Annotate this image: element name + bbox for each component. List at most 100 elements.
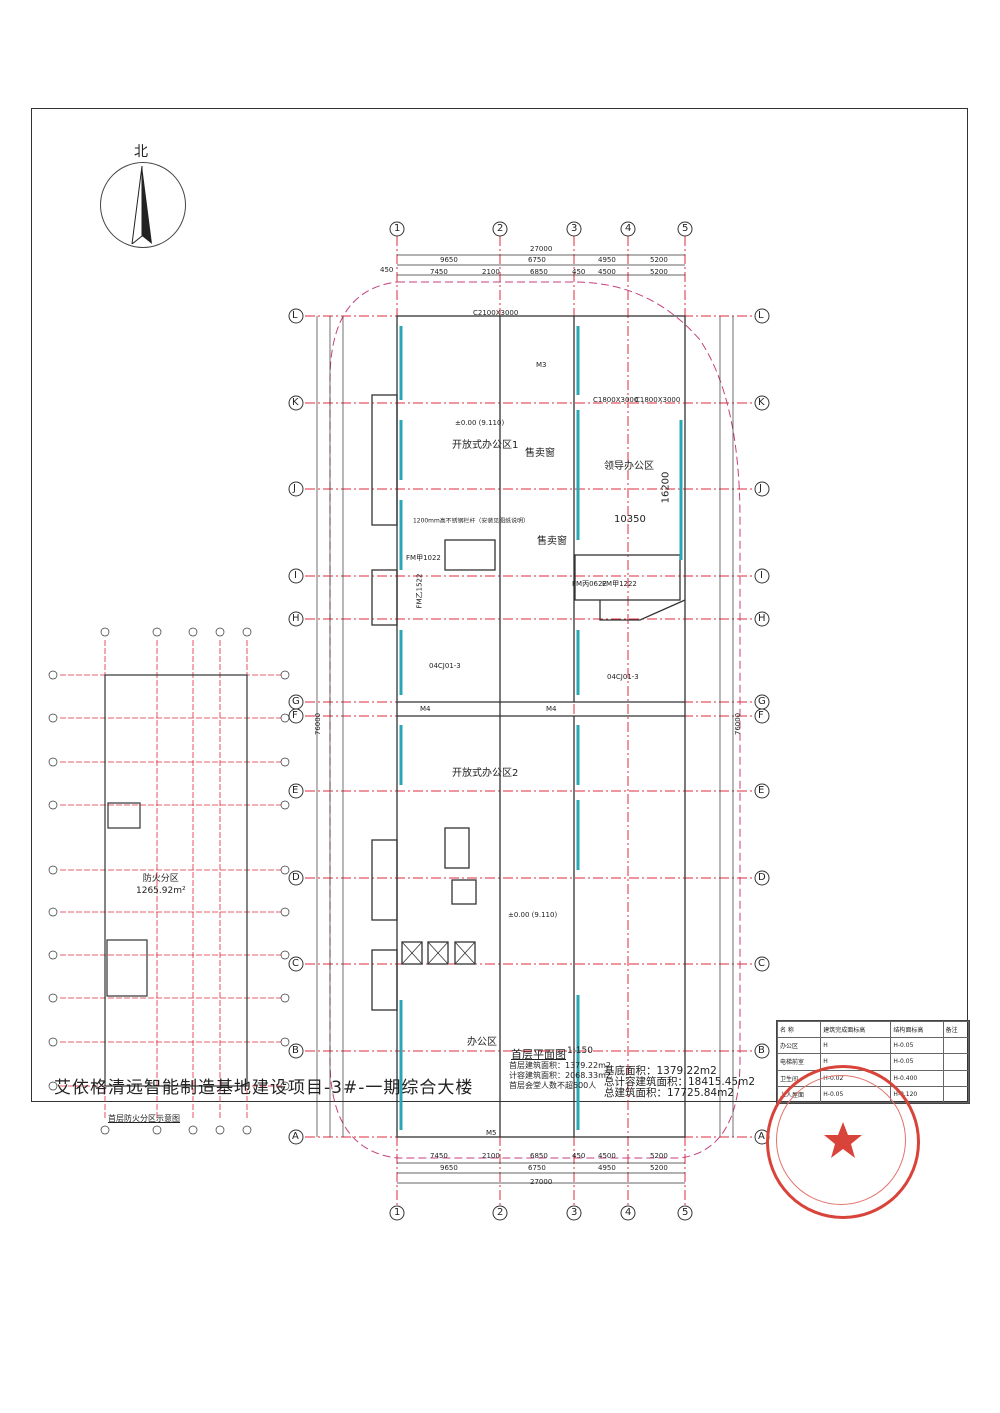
dim-bottom-450: 450 bbox=[572, 1152, 586, 1160]
railing-note: 1200mm高不锈钢栏杆（安装见图纸说明） bbox=[413, 517, 529, 525]
dim-bottom-4500: 4500 bbox=[598, 1152, 616, 1160]
axis-label-row-B: B bbox=[292, 1045, 299, 1056]
axis-label-row-J-right: J bbox=[759, 483, 762, 494]
window-label-top: C2100X3000 bbox=[473, 309, 519, 317]
axis-label-row-K-right: K bbox=[758, 397, 765, 408]
dim-bottom-7450: 7450 bbox=[430, 1152, 448, 1160]
stat-far-area: 计容建筑面积：2068.33m2 bbox=[509, 1071, 611, 1080]
dim-top2-4500: 4500 bbox=[598, 268, 616, 276]
dim-top2-2100: 2100 bbox=[482, 268, 500, 276]
dim-left-450: 450 bbox=[380, 266, 394, 274]
elevation-mark-2: ±0.00 (9.110) bbox=[508, 911, 558, 919]
dim-top-5200: 5200 bbox=[650, 256, 668, 264]
legend-cell bbox=[942, 1085, 970, 1104]
legend-cell bbox=[942, 1037, 970, 1055]
table-row: 电梯前室 H H-0.05 bbox=[776, 1053, 970, 1071]
dim-bottom2-6750: 6750 bbox=[528, 1164, 546, 1172]
legend-header-struct: 结构面标高 bbox=[890, 1020, 944, 1039]
door-m5: M5 bbox=[486, 1129, 497, 1137]
area-summary: 基底面积：1379.22m2 总计容建筑面积：18415.45m2 总建筑面积：… bbox=[604, 1066, 755, 1099]
axis-label-row-B-right: B bbox=[758, 1045, 765, 1056]
axis-label-row-L-right: L bbox=[758, 310, 764, 321]
axis-label-row-F: F bbox=[292, 710, 298, 721]
dim-top2-5200: 5200 bbox=[650, 268, 668, 276]
plan-scale: 1:150 bbox=[567, 1046, 593, 1056]
legend-cell: 办公区 bbox=[776, 1037, 822, 1055]
dim-top2-450: 450 bbox=[572, 268, 586, 276]
axis-label-row-D-right: D bbox=[758, 872, 766, 883]
seal-inner-ring bbox=[776, 1075, 906, 1205]
axis-label-row-K: K bbox=[292, 397, 299, 408]
axis-label-row-E: E bbox=[292, 785, 299, 796]
room-office: 办公区 bbox=[467, 1037, 497, 1048]
company-seal bbox=[766, 1065, 920, 1219]
axis-label-col-4-bottom: 4 bbox=[625, 1207, 632, 1218]
legend-cell: H-0.05 bbox=[890, 1037, 944, 1055]
inset-area-value: 1265.92m² bbox=[136, 886, 186, 896]
dim-bottom-total: 27000 bbox=[530, 1178, 553, 1186]
area-base: 基底面积：1379.22m2 bbox=[604, 1065, 717, 1077]
dim-top-9650: 9650 bbox=[440, 256, 458, 264]
axis-label-col-2-bottom: 2 bbox=[497, 1207, 504, 1218]
axis-label-row-J: J bbox=[293, 483, 296, 494]
axis-label-col-5-bottom: 5 bbox=[682, 1207, 689, 1218]
dim-10350: 10350 bbox=[614, 514, 646, 525]
room-sales-window-2: 售卖窗 bbox=[537, 536, 567, 547]
dim-16200: 16200 bbox=[660, 471, 672, 504]
north-arrow-circle bbox=[100, 162, 186, 248]
dim-top-6750: 6750 bbox=[528, 256, 546, 264]
inset-title: 首层防火分区示意图 bbox=[108, 1114, 180, 1123]
axis-label-col-3: 3 bbox=[571, 223, 578, 234]
plan-title: 首层平面图 bbox=[511, 1048, 566, 1061]
north-arrow-icon bbox=[131, 166, 152, 244]
room-leader-office: 领导办公区 bbox=[604, 461, 654, 472]
door-fm1: FM甲1022 bbox=[406, 554, 441, 562]
axis-label-row-D: D bbox=[292, 872, 300, 883]
axis-label-row-G-right: G bbox=[758, 696, 766, 707]
axis-label-row-I: I bbox=[294, 570, 297, 581]
seal-star-icon bbox=[824, 1122, 862, 1158]
detail-note-04cj-1: 04CJ01-3 bbox=[429, 662, 461, 670]
stat-floor-area: 首层建筑面积：1379.22m2 bbox=[509, 1061, 611, 1070]
inset-area-name: 防火分区 bbox=[142, 874, 179, 884]
axis-label-row-L: L bbox=[292, 310, 298, 321]
door-fm2: FM乙1522 bbox=[415, 573, 424, 609]
dim-bottom-2100: 2100 bbox=[482, 1152, 500, 1160]
axis-label-row-C: C bbox=[292, 958, 299, 969]
area-total: 总建筑面积：17725.84m2 bbox=[604, 1087, 735, 1099]
legend-header-name: 名 称 bbox=[776, 1020, 822, 1039]
legend-cell bbox=[942, 1069, 970, 1087]
door-m4-a: M4 bbox=[420, 705, 431, 713]
axis-label-col-2: 2 bbox=[497, 223, 504, 234]
legend-header-note: 备注 bbox=[942, 1020, 970, 1039]
window-label-k2: C1800X3000 bbox=[635, 396, 681, 404]
window-label-k1: C1800X3000 bbox=[593, 396, 639, 404]
door-m3: M3 bbox=[536, 361, 547, 369]
axis-label-col-1: 1 bbox=[394, 223, 401, 234]
room-sales-window-1: 售卖窗 bbox=[525, 448, 555, 459]
room-open-office-2: 开放式办公区2 bbox=[452, 768, 519, 779]
axis-label-col-4: 4 bbox=[625, 223, 632, 234]
axis-label-col-3-bottom: 3 bbox=[571, 1207, 578, 1218]
axis-label-row-H: H bbox=[292, 613, 300, 624]
axis-label-row-E-right: E bbox=[758, 785, 765, 796]
legend-cell bbox=[942, 1053, 970, 1071]
door-m4-b: M4 bbox=[546, 705, 557, 713]
elevation-mark-1: ±0.00 (9.110) bbox=[455, 419, 505, 427]
area-far-total: 总计容建筑面积：18415.45m2 bbox=[604, 1076, 756, 1088]
axis-label-row-G: G bbox=[292, 696, 300, 707]
dim-bottom2-9650: 9650 bbox=[440, 1164, 458, 1172]
north-label: 北 bbox=[134, 144, 148, 160]
axis-label-row-H-right: H bbox=[758, 613, 766, 624]
room-open-office-1: 开放式办公区1 bbox=[452, 440, 519, 451]
floor-stats: 首层建筑面积：1379.22m2 计容建筑面积：2068.33m2 首层会堂人数… bbox=[509, 1061, 611, 1091]
dim-top-4950: 4950 bbox=[598, 256, 616, 264]
dim-bottom2-5200: 5200 bbox=[650, 1164, 668, 1172]
legend-cell: H bbox=[820, 1037, 892, 1055]
door-fm4: FM甲1222 bbox=[602, 580, 637, 588]
axis-label-col-5: 5 bbox=[682, 223, 689, 234]
legend-cell: H-0.400 bbox=[890, 1069, 944, 1087]
legend-cell: H-0.05 bbox=[890, 1053, 944, 1071]
axis-label-row-A: A bbox=[292, 1131, 299, 1142]
